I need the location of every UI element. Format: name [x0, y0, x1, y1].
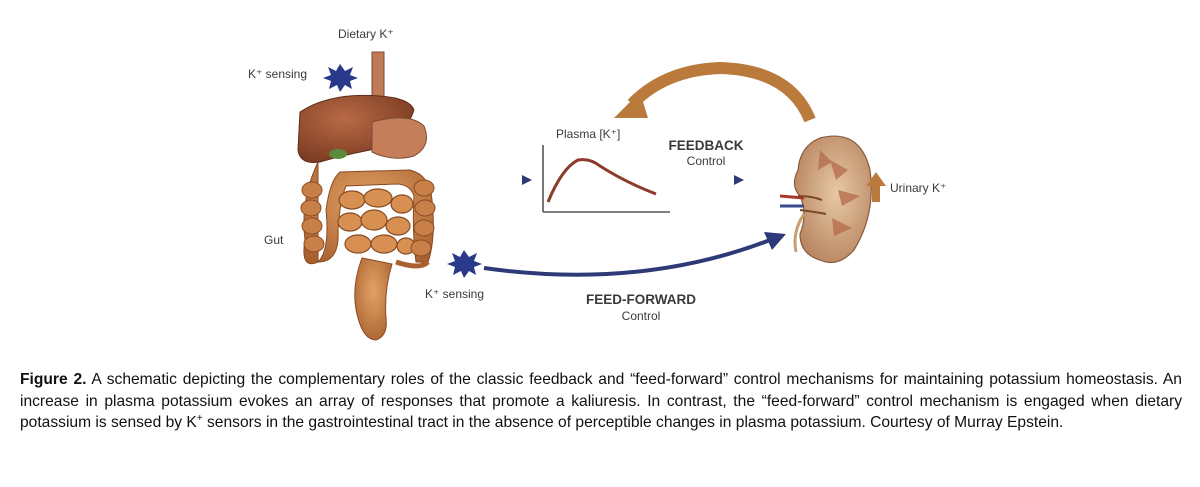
digestive-system-illustration — [297, 51, 436, 341]
potassium-homeostasis-diagram: Dietary K⁺ K⁺ sensing Gut K⁺ sensing Pla… — [248, 27, 946, 341]
figure-panel: Dietary K⁺ K⁺ sensing Gut K⁺ sensing Pla… — [248, 27, 946, 341]
feedforward-subtitle: Control — [622, 309, 661, 323]
plasma-k-curve — [546, 158, 657, 203]
feed-forward-arrow — [483, 232, 786, 277]
caption-superscript: + — [196, 412, 203, 424]
stomach — [371, 117, 427, 159]
caption-text-part1: A schematic depicting the complementary … — [20, 371, 1182, 431]
gut-label: Gut — [264, 233, 284, 247]
k-sensing-top-label: K⁺ sensing — [248, 67, 307, 81]
figure-caption: Figure 2. A schematic depicting the comp… — [20, 369, 1182, 434]
caption-label: Figure 2. — [20, 371, 87, 388]
k-sensing-star-bottom — [447, 250, 482, 278]
sigmoid-colon — [395, 259, 430, 269]
plasma-k-label: Plasma [K⁺] — [556, 127, 620, 141]
caption-text-part2: sensors in the gastrointestinal tract in… — [202, 414, 1064, 431]
k-sensing-star-top — [323, 64, 358, 92]
urinary-increase-arrow — [866, 172, 886, 202]
plasma-k-chart — [542, 145, 670, 213]
gallbladder — [329, 149, 347, 159]
small-intestine — [337, 188, 416, 255]
colon-segments — [300, 179, 436, 257]
feedback-title: FEEDBACK — [668, 138, 743, 153]
rectum — [354, 257, 393, 341]
kidney-illustration — [779, 135, 872, 263]
feedforward-title: FEED-FORWARD — [586, 292, 696, 307]
k-sensing-bottom-label: K⁺ sensing — [425, 287, 484, 301]
feedback-subtitle: Control — [687, 154, 726, 168]
dietary-k-label: Dietary K⁺ — [338, 27, 394, 41]
feedback-loop-arrow — [614, 61, 816, 123]
urinary-k-label: Urinary K⁺ — [890, 181, 946, 195]
